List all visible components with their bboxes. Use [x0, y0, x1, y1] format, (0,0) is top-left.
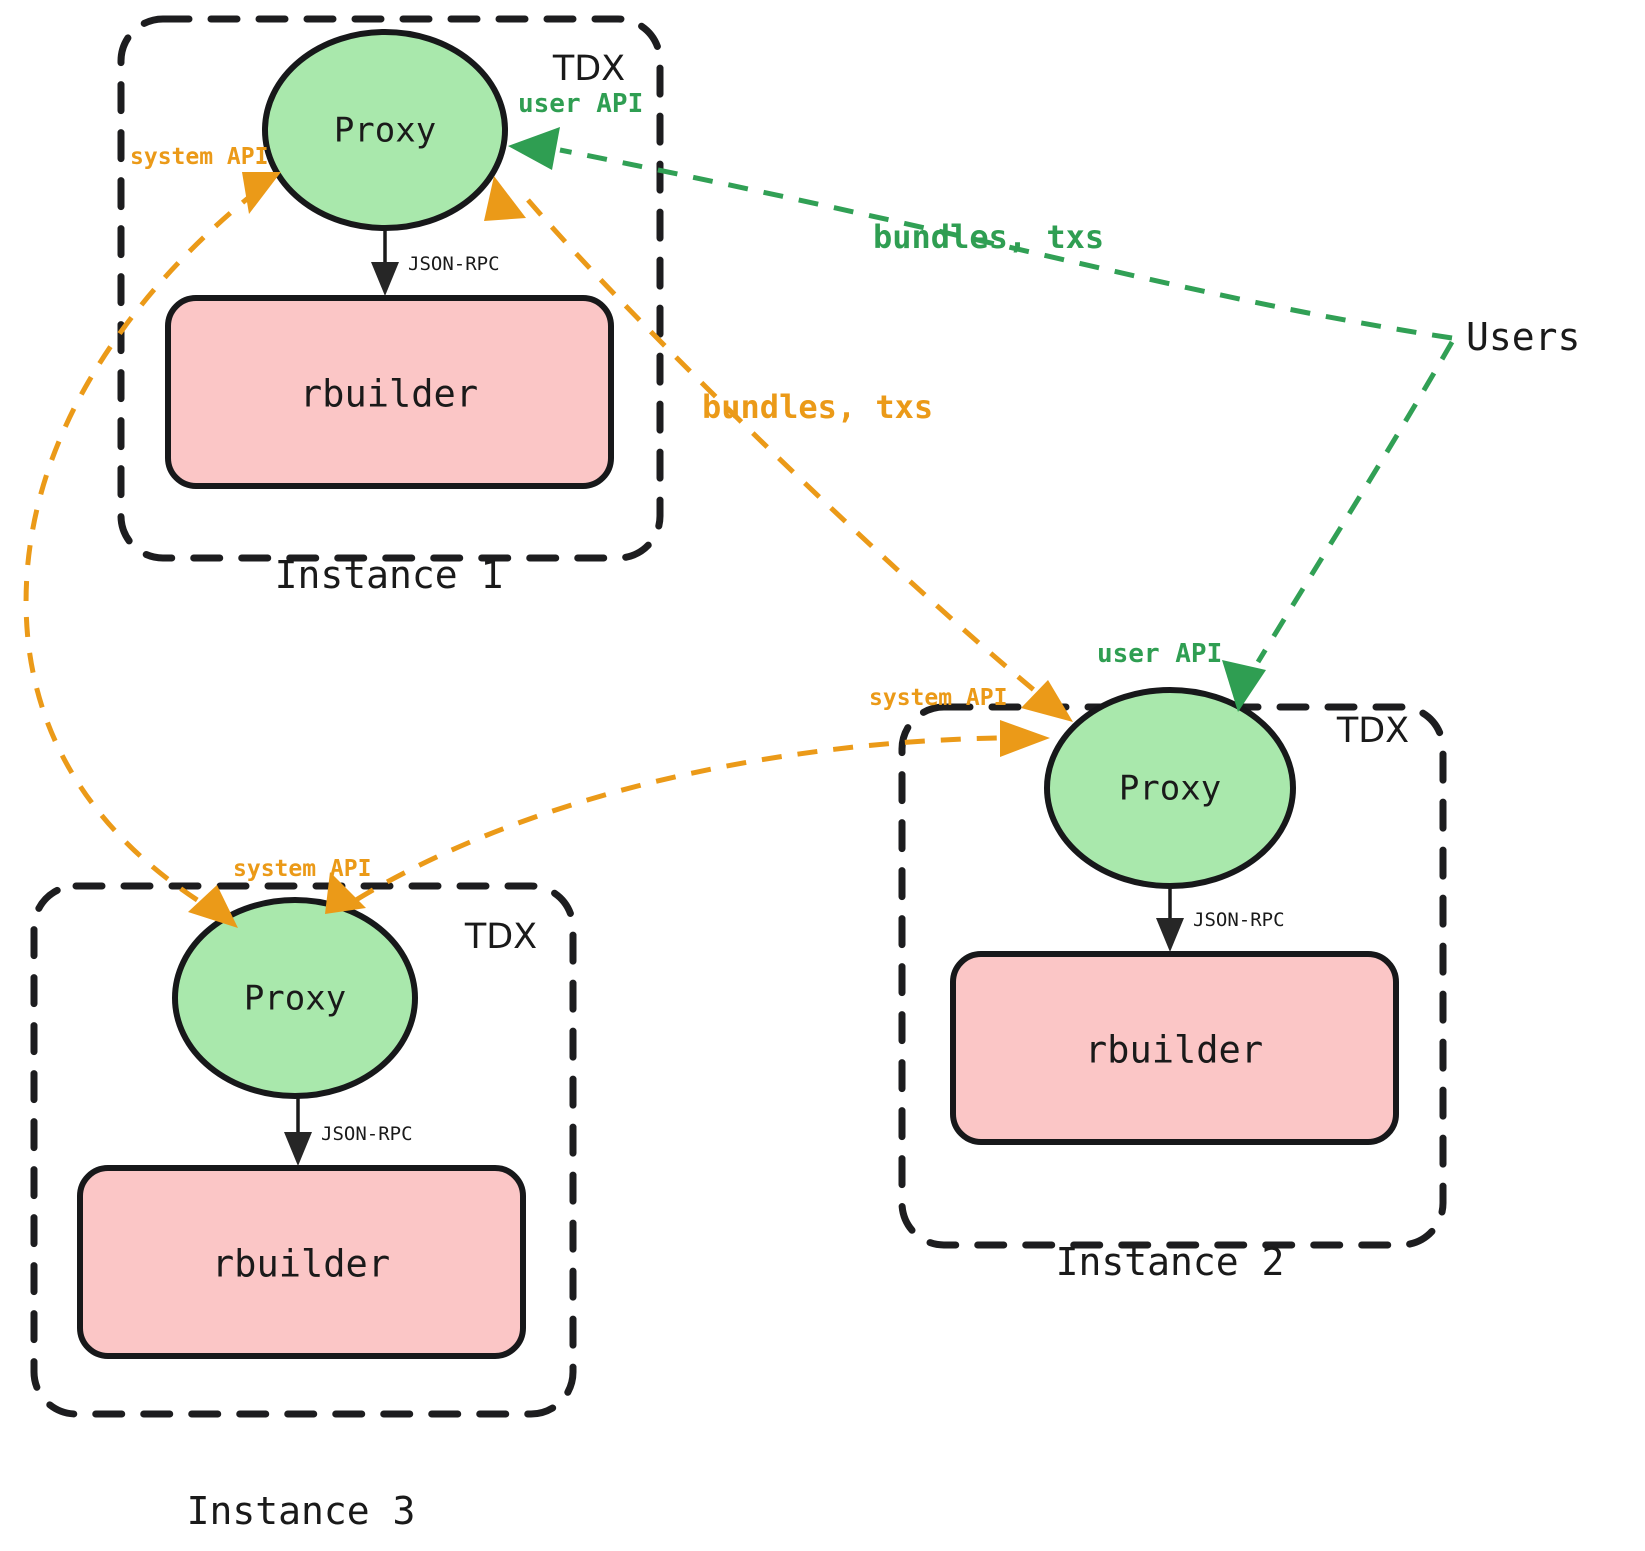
system-api-edges-group: bundles, txs system API system API syste… [23, 144, 1073, 928]
instance-3-json-rpc-arrowhead [284, 1132, 312, 1166]
instance-1-caption: Instance 1 [275, 553, 504, 597]
instance-2-user-api-label: user API [1097, 639, 1222, 669]
instance3-to-instance2-arrowhead [1000, 720, 1050, 757]
instance-2-tdx-label: TDX [1336, 711, 1409, 751]
instance-3-proxy-label: Proxy [244, 979, 346, 1019]
instance-3-system-api-label: system API [233, 856, 371, 882]
instance-1-proxy-label: Proxy [334, 111, 436, 151]
users-label: Users [1466, 315, 1580, 359]
instance-2-group[interactable]: TDX Proxy rbuilder JSON-RPC Instance 2 [898, 687, 1447, 1284]
instance-1-group[interactable]: TDX Proxy rbuilder JSON-RPC Instance 1 [117, 15, 664, 597]
instance-3-proxy-node[interactable] [172, 897, 418, 1099]
instance3-to-instance2-system-api-edge [354, 735, 1001, 903]
instance1-to-instance2-arrowhead [1021, 680, 1073, 722]
instance1-to-instance2-system-api-edge [526, 198, 1042, 697]
instance-2-proxy-node[interactable] [1044, 687, 1296, 889]
instance-2-rbuilder-node[interactable] [950, 951, 1399, 1145]
instance-2-system-api-label: system API [869, 685, 1007, 711]
users-to-instance-1-arrowhead [508, 127, 560, 170]
instance-3-json-rpc-label: JSON-RPC [321, 1123, 413, 1145]
users-bundles-txs-label: bundles, txs [873, 218, 1104, 256]
instance-1-user-api-label: user API [518, 89, 643, 119]
instance-1-rbuilder-label: rbuilder [300, 373, 478, 416]
instance1-to-instance3-system-api-edge [23, 188, 260, 908]
users-edges-group: Users bundles, txs user API user API [508, 89, 1580, 712]
users-to-instance-2-user-api-edge [1255, 340, 1455, 664]
instance-1-system-api-label: system API [130, 144, 268, 170]
instance-2-proxy-label: Proxy [1119, 769, 1221, 809]
users-to-instance-2-arrowhead [1222, 660, 1266, 712]
instance-1-json-rpc-label: JSON-RPC [408, 253, 500, 275]
instance-2-caption: Instance 2 [1056, 1240, 1285, 1284]
instance2-to-instance1-arrowhead [484, 176, 526, 221]
proxy-bundles-txs-label: bundles, txs [702, 388, 933, 426]
instance-3-rbuilder-node[interactable] [77, 1165, 526, 1359]
instance-3-tdx-label: TDX [464, 917, 537, 957]
instance-1-enclave-boundary [117, 15, 664, 562]
instance-1-tdx-label: TDX [552, 49, 625, 89]
instance-2-rbuilder-label: rbuilder [1085, 1029, 1263, 1072]
instance-3-group[interactable]: TDX Proxy rbuilder JSON-RPC Instance 3 [30, 882, 577, 1533]
instance-2-enclave-boundary [898, 703, 1447, 1249]
instance-1-rbuilder-node[interactable] [165, 295, 614, 489]
instance-1-json-rpc-arrowhead [371, 262, 399, 296]
instance3-inbound-left-arrowhead [188, 885, 238, 928]
instance-2-json-rpc-arrowhead [1156, 918, 1184, 952]
instance-3-rbuilder-label: rbuilder [212, 1243, 390, 1286]
instance-3-enclave-boundary [30, 882, 577, 1418]
instance-1-proxy-node[interactable] [262, 29, 508, 231]
users-to-instance-1-user-api-edge [559, 147, 1453, 341]
instance-2-json-rpc-label: JSON-RPC [1193, 909, 1285, 931]
instance-3-caption: Instance 3 [187, 1489, 416, 1533]
instance2-to-instance3-arrowhead [325, 872, 366, 914]
instance1-inbound-left-arrowhead [242, 172, 281, 214]
